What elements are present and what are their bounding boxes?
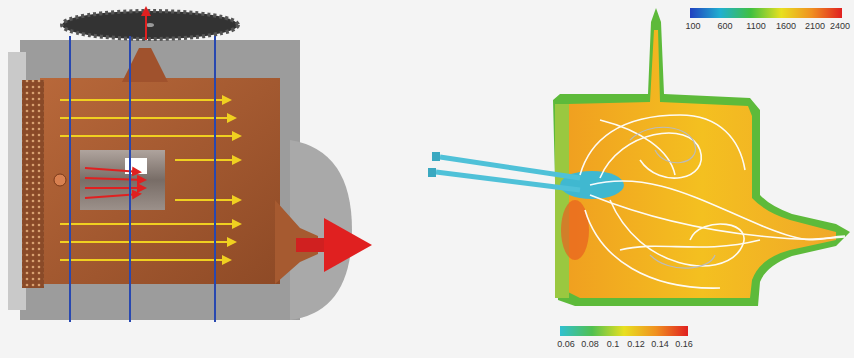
temperature-colorbar	[690, 8, 842, 18]
temperature-tick: 1600	[776, 21, 796, 31]
cfd-section	[428, 8, 850, 306]
housing-wall	[20, 40, 300, 320]
temperature-tick: 600	[717, 21, 732, 31]
inlet-pipes	[436, 157, 580, 190]
temperature-field	[568, 30, 836, 298]
temperature-tick: 1100	[746, 21, 765, 31]
disc-hub	[146, 23, 154, 27]
cfd-outline	[553, 8, 850, 306]
flame-arrows	[85, 168, 145, 198]
velocity-colorbar	[560, 326, 688, 336]
combustion-chamber	[40, 78, 280, 284]
flow-arrows	[60, 100, 240, 260]
pipe-end	[428, 168, 436, 177]
temperature-tick: 2100	[805, 21, 825, 31]
furnace-cutaway	[8, 8, 372, 322]
outlet-arrow-head	[324, 218, 372, 272]
temperature-tick: 2400	[830, 21, 850, 31]
pipe-end	[432, 152, 440, 161]
top-chimney	[122, 48, 168, 82]
flame-tube	[80, 150, 165, 210]
velocity-tick: 0.16	[675, 339, 693, 349]
perforated-plate	[22, 80, 44, 288]
velocity-tick: 0.06	[557, 339, 575, 349]
velocity-tick: 0.08	[581, 339, 599, 349]
hot-zone	[561, 200, 589, 260]
streamlines	[580, 115, 845, 288]
velocity-tick: 0.12	[627, 339, 645, 349]
burner-port	[54, 174, 66, 186]
tie-rods	[70, 36, 215, 322]
rotating-disc	[62, 11, 238, 39]
temperature-tick: 100	[685, 21, 700, 31]
velocity-tick: 0.1	[607, 339, 620, 349]
velocity-tick: 0.14	[651, 339, 669, 349]
streamlines-grey	[630, 127, 715, 268]
exhaust-arrow	[145, 8, 147, 40]
wall-zone	[555, 104, 569, 298]
outlet-arrow-shaft	[296, 238, 326, 252]
